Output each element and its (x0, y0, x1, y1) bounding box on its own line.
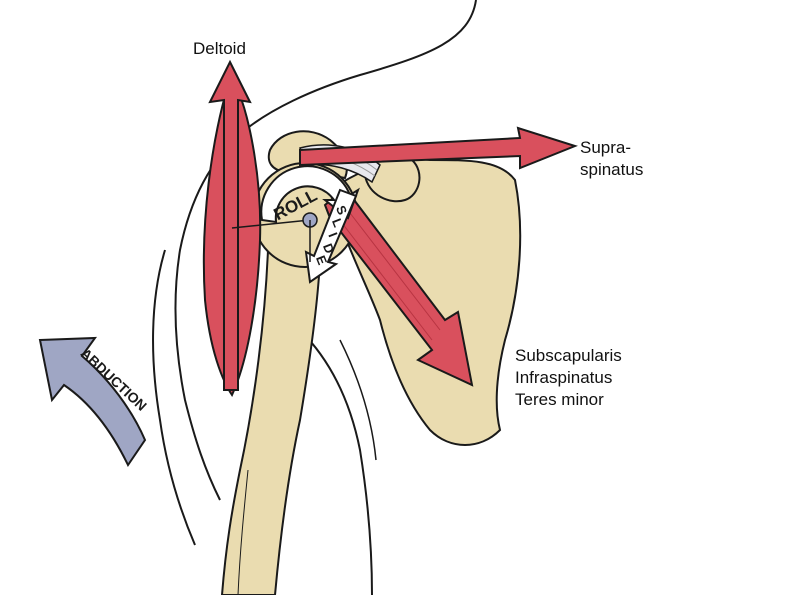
supraspinatus-arrow (299, 126, 578, 170)
rotator-cuff-arrow (323, 186, 474, 387)
rotator-cuff-label: Subscapularis Infraspinatus Teres minor (515, 345, 622, 411)
moment-arm-line (231, 219, 311, 229)
subscapularis-label: Subscapularis (515, 346, 622, 365)
teres-minor-label: Teres minor (515, 390, 604, 409)
deltoid-arrow (208, 59, 252, 391)
supraspinatus-label: Supra- spinatus (580, 137, 643, 181)
deltoid-label: Deltoid (193, 39, 246, 58)
chest-outline (299, 329, 373, 596)
infraspinatus-label: Infraspinatus (515, 368, 613, 387)
rotator-cuff-fibers (331, 199, 441, 341)
supraspinatus-label-line-1: Supra- (580, 138, 632, 157)
slide-arrow-band (304, 188, 358, 284)
supraspinatus-label-line-2: spinatus (580, 160, 644, 179)
abduction-arrow (38, 336, 147, 467)
torso-outline (174, 0, 477, 501)
humerus-shaft-edge (237, 469, 249, 596)
slide-letter-i: I (325, 230, 340, 239)
arm-outline (152, 249, 196, 546)
chest-outline-2 (339, 339, 377, 461)
